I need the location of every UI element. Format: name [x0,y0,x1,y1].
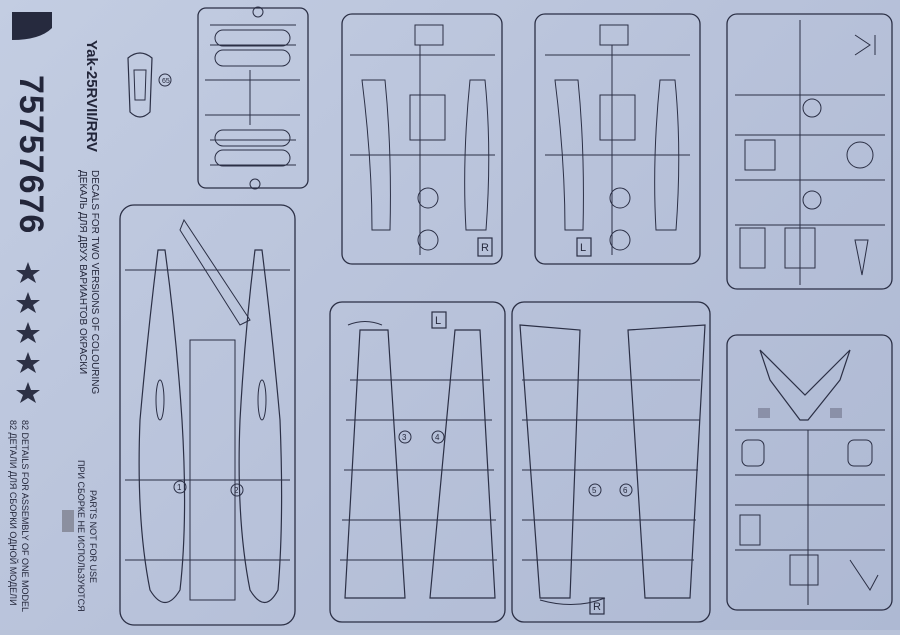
part-number-1: 1 [177,483,182,492]
serial-2: 75 [12,114,50,155]
sprue-tail-parts [726,334,893,611]
decal-note-en: DECALS FOR TWO VERSIONS OF COLOURING [89,170,100,395]
decal-stars [16,262,40,403]
sprue-wing-1: L 3 4 [329,301,506,623]
model-name: Yak-25RVII/RRV [83,40,100,153]
legend-ru: ПРИ СБОРКЕ НЕ ИСПОЛЬЗУЮТСЯ [76,460,86,612]
part-number-5: 5 [592,486,597,495]
decal-serials: 75757676 [11,75,50,234]
assembly-details-ru: 82 ДЕТАЛИ ДЛЯ СБОРКИ ОДНОЙ МОДЕЛИ [8,420,18,606]
sprue-fuselage-main: 1 2 [119,204,296,626]
marker-r-top: R [481,242,489,254]
sprue-fuselage-l: L [534,13,701,265]
sprue-wing-2: R 5 6 [511,301,711,623]
part-number-2: 2 [234,486,239,495]
part-number-3: 3 [402,433,407,442]
marker-l-top: L [580,242,586,254]
canopy-part: 65 [127,52,172,118]
serial-3: 76 [12,154,50,195]
sprue-small-parts-top [726,13,893,290]
serial-4: 76 [12,194,50,235]
not-for-use-swatch [62,510,74,532]
part-number-6: 6 [623,486,628,495]
canopy-number: 65 [162,78,170,85]
part-number-4: 4 [435,433,440,442]
sprue-droptanks [197,6,309,190]
decal-note-ru: ДЕКАЛЬ ДЛЯ ДВУХ ВАРИАНТОВ ОКРАСКИ [77,170,88,375]
marker-l-wing: L [435,315,441,327]
legend-en: PARTS NOT FOR USE [88,490,98,584]
marker-r-wing: R [593,601,601,613]
serial-1: 75 [12,75,50,115]
assembly-details-en: 82 DETAILS FOR ASSEMBLY OF ONE MODEL [20,420,30,613]
sprue-fuselage-r: R [341,13,503,265]
decal-corner [12,12,52,40]
